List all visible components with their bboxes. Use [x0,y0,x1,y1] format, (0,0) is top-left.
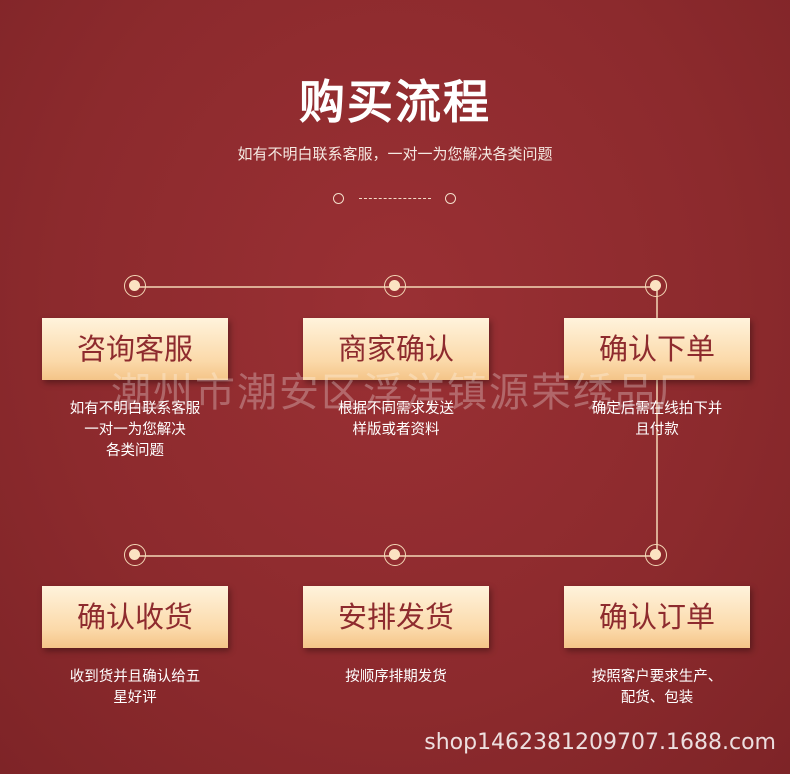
step-desc-line: 各类问题 [106,443,164,459]
step-desc-place-order: 确定后需在线拍下并 且付款 [564,399,750,441]
step-box-confirm-receipt: 确认收货 [42,586,228,648]
step-desc-line: 收到货并且确认给五 [69,669,201,685]
step-desc-line: 配货、包装 [620,690,694,706]
step-box-place-order: 确认下单 [564,318,750,380]
step-desc-line: 星好评 [113,690,157,706]
divider-ring-left-icon [333,193,344,204]
step-desc-line: 按顺序排期发货 [345,669,447,685]
divider-ring-right-icon [445,193,456,204]
step-desc-line: 根据不同需求发送 [338,401,454,417]
flow-node-1-icon [124,275,146,297]
page-title: 购买流程 [299,75,491,129]
step-desc-confirm-order: 按照客户要求生产、 配货、包装 [564,667,750,709]
shop-url-footer: shop1462381209707.1688.com [424,730,776,755]
page-subtitle: 如有不明白联系客服，一对一为您解决各类问题 [237,145,553,163]
flow-node-6-icon [645,544,667,566]
step-desc-line: 确定后需在线拍下并 [591,401,723,417]
step-box-consult: 咨询客服 [42,318,228,380]
watermark-text: 潮州市潮安区浮洋镇源荣绣品厂 [111,370,699,416]
step-desc-line: 一对一为您解决 [84,422,186,438]
divider-dash [359,198,431,199]
step-desc-arrange-shipping: 按顺序排期发货 [303,667,489,688]
step-box-merchant-confirm: 商家确认 [303,318,489,380]
flow-node-4-icon [124,544,146,566]
step-box-confirm-order: 确认订单 [564,586,750,648]
step-desc-line: 样版或者资料 [352,422,440,438]
step-desc-consult: 如有不明白联系客服 一对一为您解决 各类问题 [42,399,228,462]
step-desc-line: 且付款 [635,422,679,438]
step-desc-merchant-confirm: 根据不同需求发送 样版或者资料 [303,399,489,441]
flow-node-5-icon [384,544,406,566]
step-box-arrange-shipping: 安排发货 [303,586,489,648]
flow-node-3-icon [645,275,667,297]
step-desc-line: 如有不明白联系客服 [69,401,201,417]
flow-node-2-icon [384,275,406,297]
title-divider [333,192,457,206]
step-desc-confirm-receipt: 收到货并且确认给五 星好评 [42,667,228,709]
step-desc-line: 按照客户要求生产、 [591,669,723,685]
